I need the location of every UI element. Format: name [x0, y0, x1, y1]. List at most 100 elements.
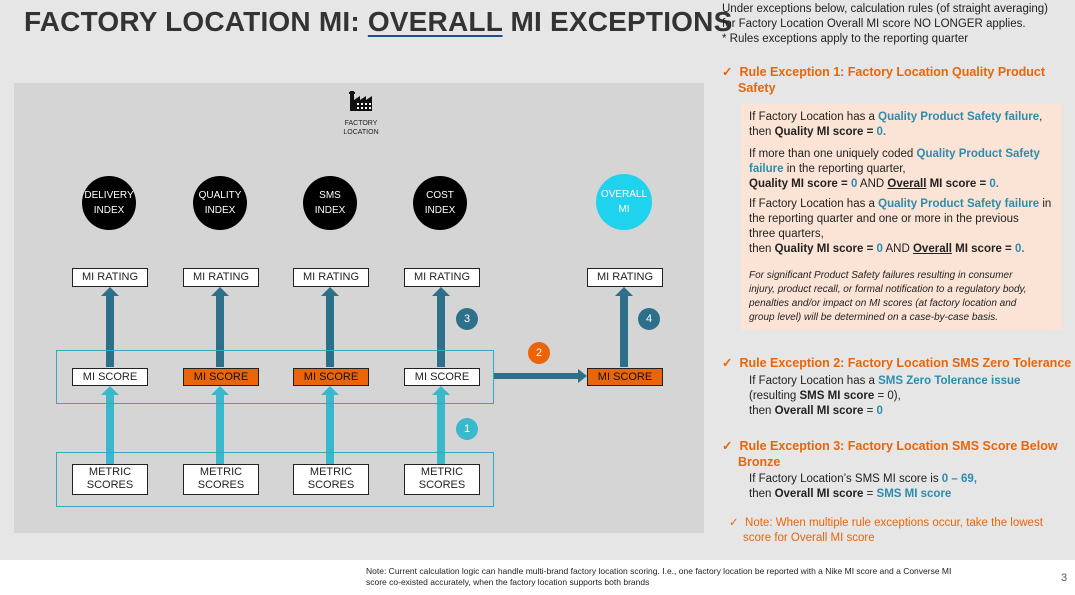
rule1-p3-zero1: 0 — [876, 243, 883, 255]
rule1-p3-and: AND — [882, 243, 913, 255]
quality-mi-score: MI SCORE — [183, 368, 259, 386]
rule1-p3-in: in — [1039, 198, 1052, 210]
cost-index-line1: COST — [426, 190, 454, 201]
sms-index-circle: SMS INDEX — [303, 176, 357, 230]
footnote-line2: score co-existed accurately, when the fa… — [366, 577, 650, 587]
rule1-p1-score: Quality MI score = — [774, 126, 877, 138]
delivery-index-line1: DELIVERY — [84, 190, 134, 201]
cost-mi-score: MI SCORE — [404, 368, 480, 386]
multiple-exceptions-note: ✓ Note: When multiple rule exceptions oc… — [729, 516, 1069, 546]
footnote-line1: Note: Current calculation logic can hand… — [366, 566, 952, 576]
rule1-head-line1: Rule Exception 1: Factory Location Quali… — [739, 65, 1046, 79]
sms-mi-score: MI SCORE — [293, 368, 369, 386]
metric-line1: METRIC — [420, 466, 464, 478]
overall-mi-line2: MI — [618, 204, 630, 215]
rule3-l2-eq: = — [863, 488, 877, 500]
arrow-cost-metric — [432, 386, 450, 464]
rule2-l2-sms-score: SMS MI score — [799, 390, 875, 402]
cost-index-line2: INDEX — [424, 205, 456, 216]
rule1-p2-overall: Overall — [887, 178, 927, 190]
note-line1: Note: When multiple rule exceptions occu… — [745, 517, 1043, 529]
intro-text: Under exceptions below, calculation rule… — [722, 2, 1072, 47]
cost-index-circle: COST INDEX — [413, 176, 467, 230]
rule2-l3-overall: Overall MI score — [774, 405, 864, 417]
overall-mi-score: MI SCORE — [587, 368, 663, 386]
metric-line2: SCORES — [307, 479, 355, 491]
intro-line2: for Factory Location Overall MI score NO… — [722, 18, 1026, 30]
sms-mi-rating: MI RATING — [293, 268, 369, 287]
rule1-p2-highlight1: Quality Product Safety — [916, 148, 1040, 160]
rule1-p1-then: then — [749, 126, 775, 138]
rule1-p2-highlight2: failure — [749, 163, 784, 175]
rule3-l1-text: If Factory Location’s SMS MI score is — [749, 473, 942, 485]
rule1-p3-text: If Factory Location has a — [749, 198, 879, 210]
note-check-icon: ✓ — [729, 517, 739, 529]
arrow-to-overall-score — [494, 369, 587, 383]
rule1-heading: ✓ Rule Exception 1: Factory Location Qua… — [722, 64, 1072, 96]
rule1-p1-highlight: Quality Product Safety failure — [878, 111, 1040, 123]
rule3-l2-overall: Overall MI score — [774, 488, 864, 500]
rule1-head-line2: Safety — [738, 81, 776, 95]
title-prefix: FACTORY LOCATION MI: — [24, 6, 368, 37]
rule1-p3-overall: Overall — [912, 243, 952, 255]
metric-to-score-arrows — [101, 386, 450, 464]
rule1-para2: If more than one uniquely coded Quality … — [749, 147, 1061, 192]
sms-index-line1: SMS — [319, 190, 341, 201]
rule1-italic-note: For significant Product Safety failures … — [749, 269, 1061, 325]
arrow-overall-score — [615, 287, 633, 367]
rule3-head-line1: Rule Exception 3: Factory Location SMS S… — [739, 439, 1058, 453]
metric-line2: SCORES — [86, 479, 134, 491]
rule2-check-icon: ✓ — [722, 356, 733, 370]
rule3-l1-highlight: 0 – 69, — [941, 473, 977, 485]
arrow-quality-score — [211, 287, 229, 367]
sms-index-line2: INDEX — [314, 205, 346, 216]
rule3-l2-sms-score: SMS MI score — [876, 488, 952, 500]
note-line2: score for Overall MI score — [743, 532, 875, 544]
rule1-p2-quality-score: Quality MI score = — [749, 178, 851, 190]
rule1-p1-text: If Factory Location has a — [749, 111, 879, 123]
cost-mi-rating: MI RATING — [404, 268, 480, 287]
metric-line2: SCORES — [418, 479, 466, 491]
rule2-l3-eq: = — [863, 405, 877, 417]
overall-mi-rating: MI RATING — [587, 268, 663, 287]
rule1-italic-line2: injury, product recall, or formal notifi… — [749, 284, 1027, 295]
metric-line1: METRIC — [88, 466, 132, 478]
rule1-p2-and: AND — [857, 178, 888, 190]
score-to-rating-arrows — [101, 287, 633, 367]
step-3-badge: 3 — [456, 308, 478, 330]
rule1-p3-zero2: 0. — [1014, 243, 1025, 255]
rule1-p2-zero1: 0 — [850, 178, 858, 190]
arrow-delivery-metric — [101, 386, 119, 464]
arrow-cost-score — [432, 287, 450, 367]
diagram-panel — [14, 83, 704, 533]
factory-icon — [349, 91, 372, 111]
title-underlined: OVERALL — [367, 6, 503, 37]
metric-line1: METRIC — [309, 466, 353, 478]
rule2-l2-eq: = 0), — [874, 390, 901, 402]
quality-mi-rating: MI RATING — [183, 268, 259, 287]
rule1-p3-highlight: Quality Product Safety failure — [878, 198, 1040, 210]
arrow-delivery-score — [101, 287, 119, 367]
metric-scores-frame — [56, 452, 494, 507]
metric-line2: SCORES — [197, 479, 245, 491]
page-number: 3 — [1061, 572, 1068, 584]
intro-line1: Under exceptions below, calculation rule… — [722, 3, 1049, 15]
rule2-head-text: Rule Exception 2: Factory Location SMS Z… — [739, 356, 1072, 370]
factory-label-line2: LOCATION — [343, 129, 379, 136]
delivery-mi-score: MI SCORE — [72, 368, 148, 386]
rule1-p1-comma: , — [1039, 111, 1043, 123]
mi-score-frame — [56, 350, 494, 404]
rule1-detail-box — [741, 104, 1062, 330]
footnote: Note: Current calculation logic can hand… — [366, 566, 1046, 588]
step-2-badge: 2 — [528, 342, 550, 364]
rule1-p3-quality-score: Quality MI score = — [774, 243, 877, 255]
step-1-badge: 1 — [456, 418, 478, 440]
title-suffix: MI EXCEPTIONS — [502, 6, 733, 37]
